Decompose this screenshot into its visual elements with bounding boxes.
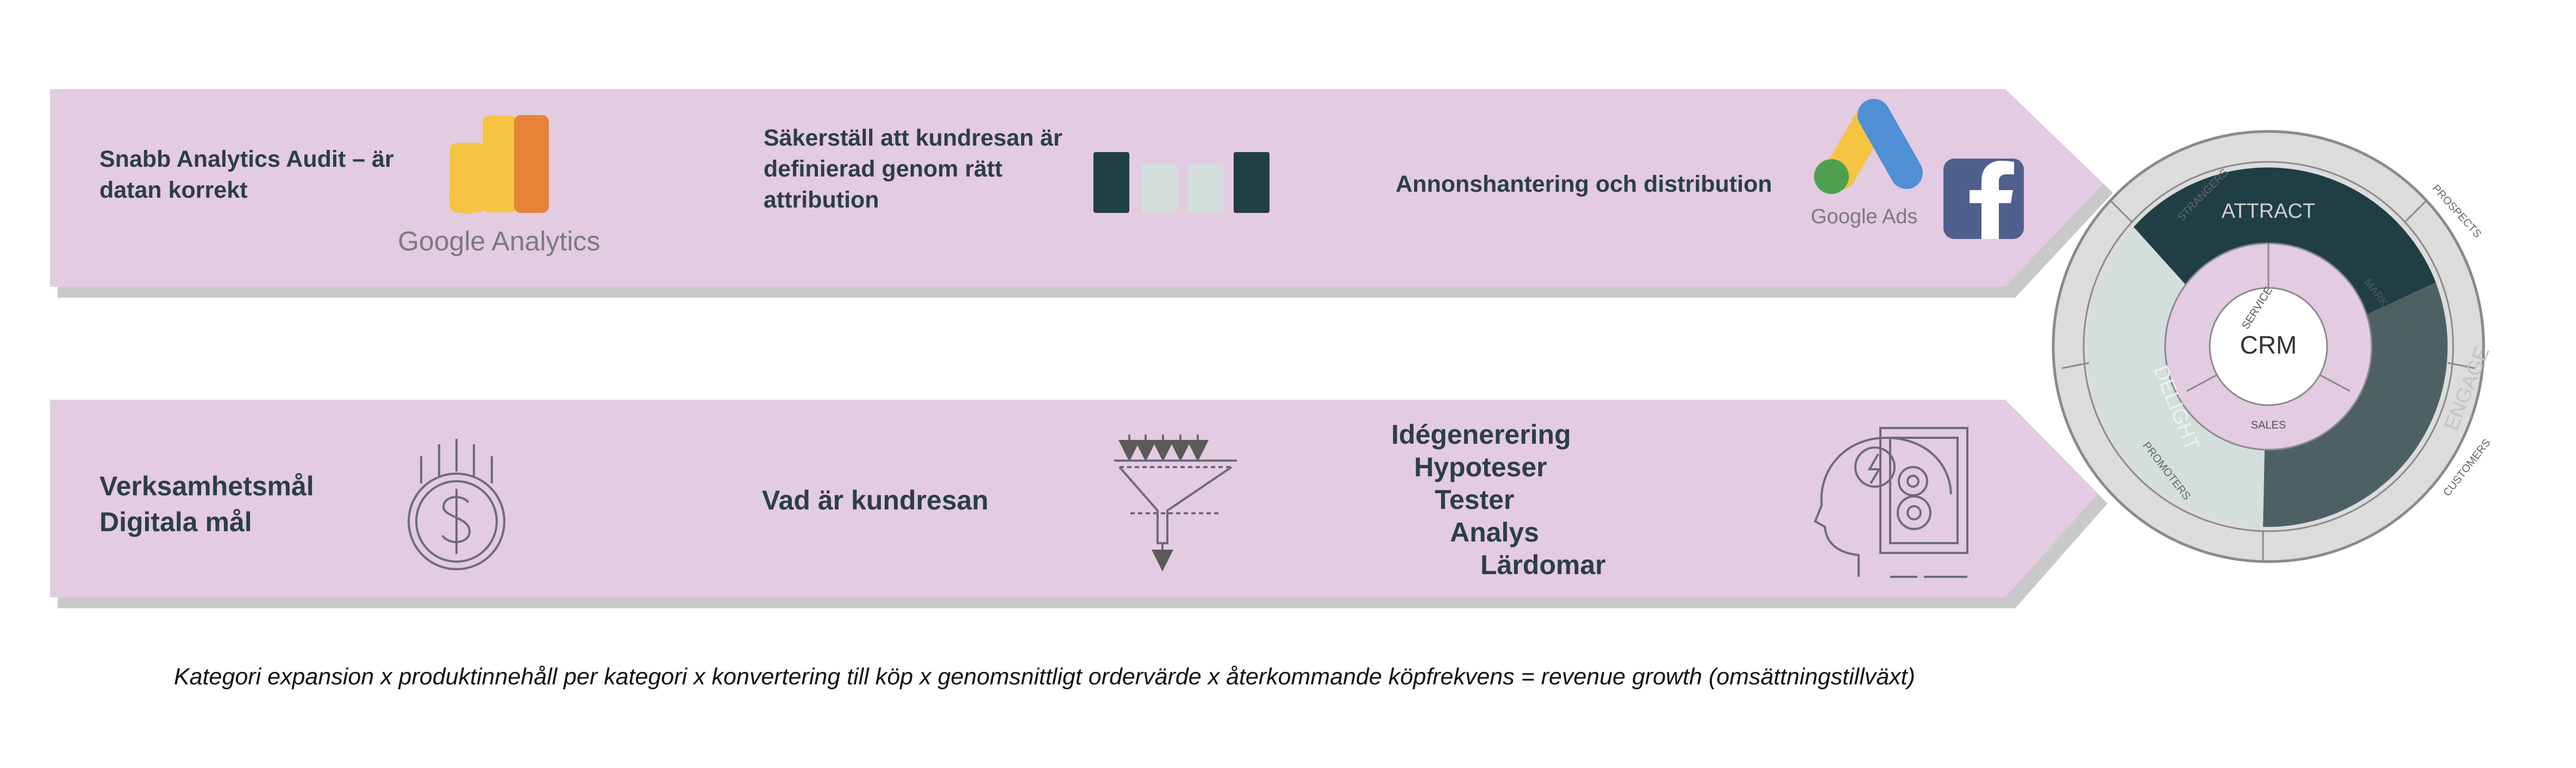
- flywheel-stage-attract: ATTRACT: [2221, 200, 2316, 223]
- text-line: Idégenerering: [1391, 419, 1571, 450]
- step-top-2-text: Säkerställ att kundresan är definierad g…: [764, 123, 1062, 215]
- crm-flywheel: [2052, 130, 2485, 563]
- text-line: attribution: [764, 186, 879, 213]
- step-bottom-3-text: Idégenerering Hypoteser Tester Analys Lä…: [1391, 418, 1606, 581]
- google-analytics-icon: [449, 115, 549, 214]
- dollar-coin-icon: [408, 439, 505, 570]
- text-line: Lärdomar: [1480, 550, 1606, 580]
- text-line: Digitala mål: [99, 507, 252, 537]
- google-ads-label: Google Ads: [1811, 205, 1918, 228]
- funnel-icon: [1114, 435, 1237, 571]
- chevron-bottom-2: [614, 400, 1374, 608]
- chevron-bottom-1: [50, 400, 715, 608]
- text-line: Analys: [1450, 517, 1539, 547]
- text-line: Annonshantering och distribution: [1396, 171, 1772, 197]
- step-top-3-text: Annonshantering och distribution: [1396, 169, 1772, 200]
- text-line: datan korrekt: [99, 177, 248, 203]
- attribution-bars-icon: [1093, 152, 1270, 213]
- step-bottom-2-text: Vad är kundresan: [762, 482, 989, 518]
- text-line: Säkerställ att kundresan är: [764, 125, 1062, 151]
- text-line: definierad genom rätt: [764, 155, 1003, 182]
- engage-segment: [2263, 282, 2448, 527]
- chevron-bottom-3: [1274, 400, 2108, 608]
- flywheel-inner-sales: SALES: [2250, 419, 2286, 431]
- flywheel-center-label: CRM: [2240, 331, 2297, 359]
- ai-head-gears-icon: [1814, 427, 1968, 578]
- formula-caption: Kategori expansion x produktinnehåll per…: [174, 664, 1915, 690]
- top-row: [50, 89, 2113, 298]
- bottom-row: [50, 400, 2108, 608]
- step-bottom-1-text: Verksamhetsmål Digitala mål: [99, 468, 314, 540]
- step-top-1-text: Snabb Analytics Audit – är datan korrekt: [99, 144, 394, 206]
- text-line: Snabb Analytics Audit – är: [99, 146, 394, 172]
- text-line: Verksamhetsmål: [99, 471, 314, 501]
- chevron-top-2: [614, 89, 1374, 298]
- facebook-icon: [1943, 159, 2024, 239]
- text-line: Hypoteser: [1414, 452, 1547, 482]
- google-ads-icon: [1814, 99, 1923, 194]
- google-analytics-label: Google Analytics: [398, 226, 601, 256]
- text-line: Tester: [1435, 484, 1515, 515]
- text-line: Vad är kundresan: [762, 485, 989, 515]
